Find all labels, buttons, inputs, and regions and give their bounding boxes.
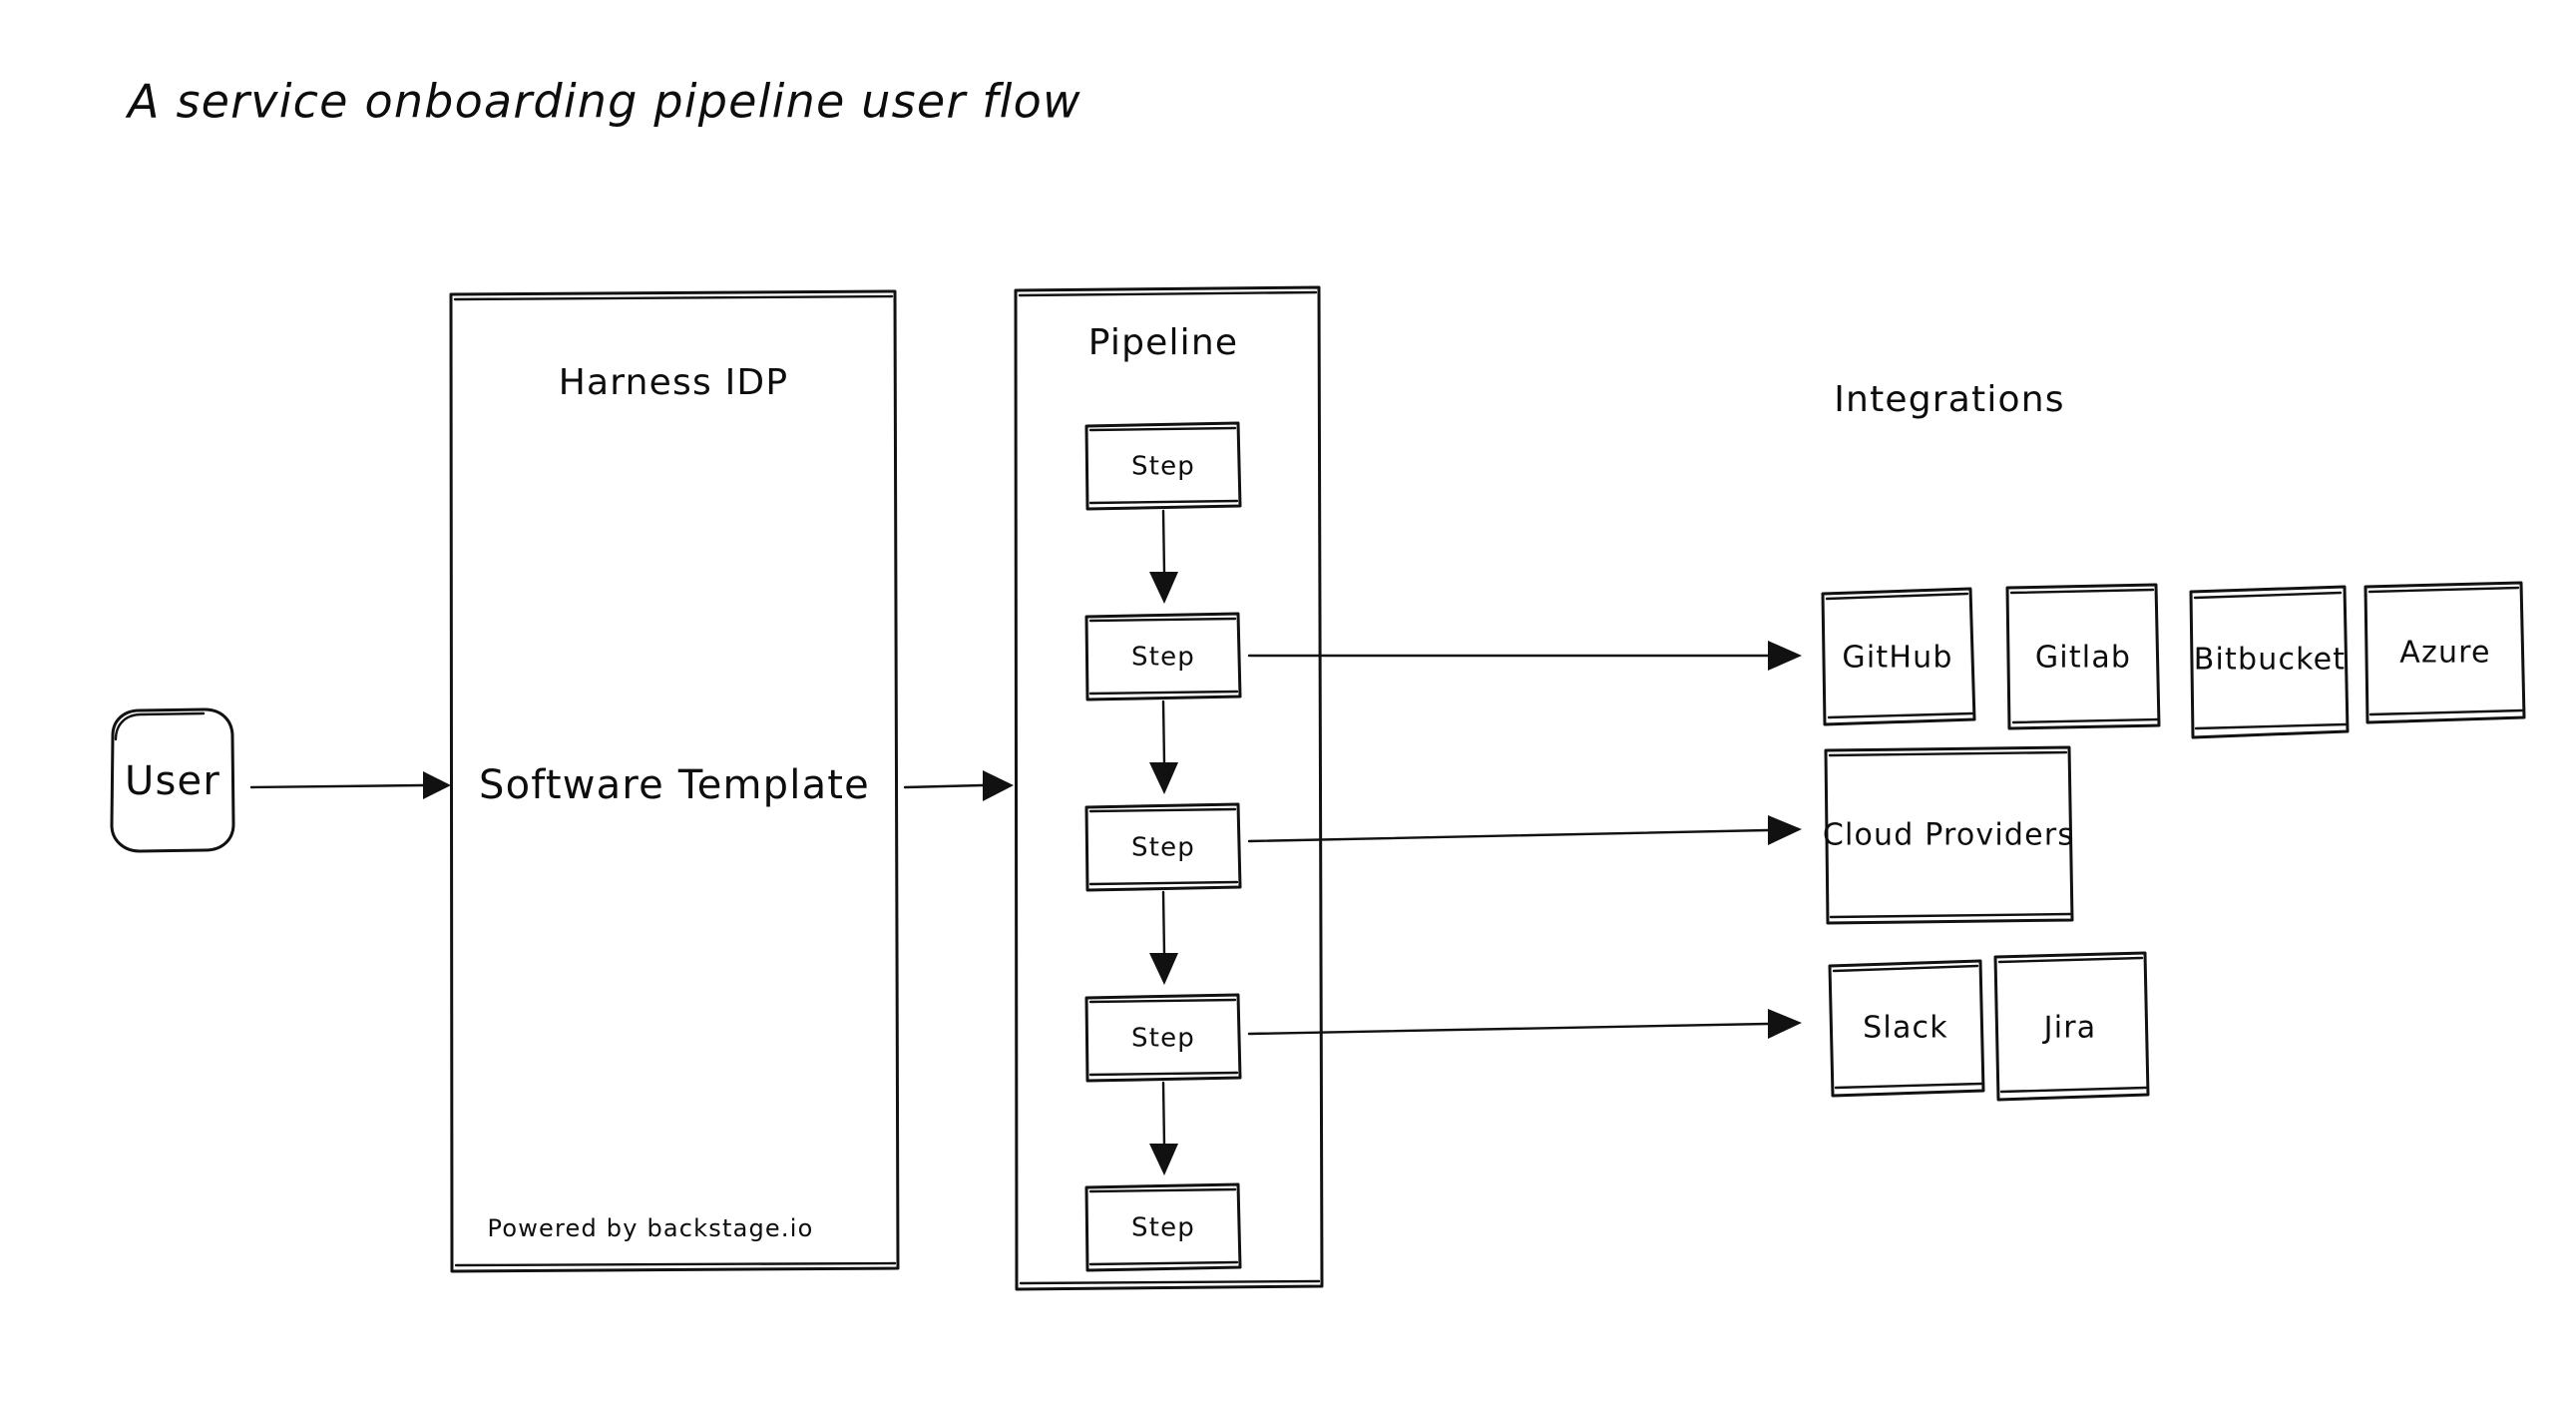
step-3-label: Step [1131, 833, 1195, 863]
integration-jira[interactable]: Jira [1993, 951, 2150, 1102]
harness-idp-title: Harness IDP [559, 362, 788, 403]
node-harness-idp[interactable]: Harness IDP Software Template Powered by… [449, 289, 900, 1273]
edge-step3-step4 [1149, 890, 1178, 985]
integration-bitbucket[interactable]: Bitbucket [2189, 585, 2350, 739]
integration-github[interactable]: GitHub [1821, 587, 1976, 726]
pipeline-step-2[interactable]: Step [1084, 612, 1242, 701]
step-5-label: Step [1131, 1213, 1195, 1243]
edge-harness-to-pipeline [903, 770, 1014, 801]
software-template-label: Software Template [479, 762, 870, 808]
node-pipeline[interactable]: Pipeline Step Step [1014, 285, 1324, 1291]
pipeline-step-1[interactable]: Step [1084, 421, 1242, 511]
integration-jira-label: Jira [2042, 1011, 2097, 1046]
integration-gitlab[interactable]: Gitlab [2005, 583, 2161, 730]
powered-by-label: Powered by backstage.io [488, 1214, 814, 1242]
step-2-label: Step [1131, 643, 1195, 673]
edge-step2-step3 [1149, 700, 1178, 794]
pipeline-step-3[interactable]: Step [1084, 802, 1242, 892]
edge-user-to-harness [249, 771, 451, 799]
edge-step4-step5 [1149, 1081, 1178, 1175]
integrations-title: Integrations [1834, 379, 2065, 420]
node-user[interactable]: User [110, 707, 235, 853]
integration-azure[interactable]: Azure [2363, 581, 2526, 724]
integration-bitbucket-label: Bitbucket [2194, 643, 2347, 678]
pipeline-title: Pipeline [1088, 322, 1239, 363]
page-title: A service onboarding pipeline user flow [125, 75, 1081, 129]
integration-slack[interactable]: Slack [1828, 959, 1985, 1098]
step-1-label: Step [1131, 452, 1195, 482]
pipeline-step-5[interactable]: Step [1084, 1182, 1242, 1272]
integration-gitlab-label: Gitlab [2035, 641, 2131, 676]
edge-step2-to-scm [1247, 641, 1802, 671]
integration-github-label: GitHub [1842, 641, 1952, 676]
edge-step3-to-cloud [1247, 815, 1802, 845]
edge-step1-step2 [1149, 509, 1178, 604]
edge-step4-to-tools [1247, 1009, 1802, 1039]
node-user-label: User [125, 758, 220, 804]
integration-cloud-providers[interactable]: Cloud Providers [1823, 745, 2074, 925]
pipeline-step-4[interactable]: Step [1084, 993, 1242, 1083]
integration-slack-label: Slack [1863, 1011, 1948, 1046]
integration-azure-label: Azure [2399, 636, 2490, 671]
integration-cloud-providers-label: Cloud Providers [1823, 818, 2074, 853]
step-4-label: Step [1131, 1024, 1195, 1054]
